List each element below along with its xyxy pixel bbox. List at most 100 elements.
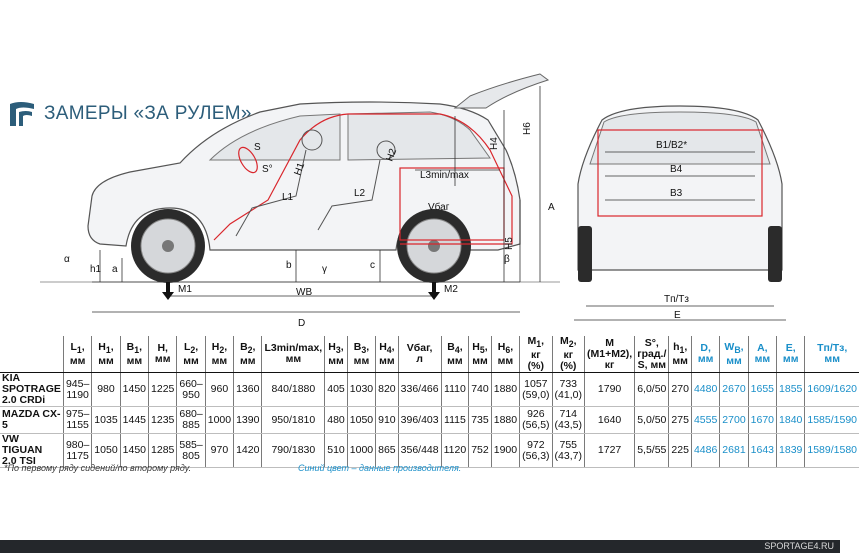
- table-cell: 735: [468, 406, 492, 435]
- label-h5: H5: [504, 237, 515, 250]
- watermark: SPORTAGE4.RU: [764, 541, 834, 551]
- label-d: D: [298, 318, 305, 329]
- table-cell: 1000: [204, 406, 234, 435]
- column-header-unit: мм: [240, 354, 256, 367]
- column-header-symbol: D,: [700, 342, 711, 355]
- column-header-subscript: 5: [479, 344, 485, 355]
- label-s-degrees: S°: [262, 164, 273, 175]
- table-cell: 970: [204, 433, 234, 469]
- column-header: E,мм: [776, 336, 805, 374]
- table-cell: 510: [324, 433, 348, 469]
- column-header-unit: мм: [353, 354, 370, 367]
- column-header: B4,мм: [440, 336, 469, 374]
- table-cell: 5,5/55: [634, 433, 669, 469]
- column-header-unit: мм: [824, 353, 840, 366]
- table-cell: 790/1830: [261, 433, 325, 469]
- table-cell: 1225: [148, 372, 177, 408]
- column-header-unit: град./ S, мм: [637, 347, 667, 371]
- table-cell: 2670: [719, 372, 749, 408]
- label-c-small: c: [370, 260, 375, 271]
- label-l1: L1: [282, 192, 294, 203]
- column-header-symbol: Vбаг,: [406, 342, 433, 355]
- table-cell: 1057 (59,0): [519, 372, 553, 408]
- column-header: H,мм: [148, 336, 177, 374]
- column-header-subscript: 2: [219, 344, 225, 355]
- table-cell: 1880: [490, 372, 520, 408]
- car-model-name-line: 2.0 TSI: [2, 455, 36, 468]
- table-cell: 396/403: [397, 406, 442, 435]
- column-header-subscript: 1: [134, 344, 140, 355]
- table-cell: 1050: [346, 406, 376, 435]
- table-cell: 225: [668, 433, 692, 469]
- table-cell: 1450: [119, 433, 149, 469]
- column-header-unit: мм: [447, 354, 463, 367]
- column-header-subscript: 6: [505, 344, 511, 355]
- table-cell: 980: [91, 372, 121, 408]
- column-header-symbol: B: [447, 340, 455, 353]
- column-header-symbol: S°,: [644, 336, 659, 349]
- column-header: M1,кг (%): [519, 335, 553, 374]
- column-header: H1,мм: [91, 336, 121, 374]
- column-header: B1,мм: [119, 336, 149, 374]
- table-cell: 2700: [719, 406, 749, 435]
- table-cell: 740: [468, 372, 492, 408]
- column-header-subscript: B: [734, 344, 741, 355]
- column-header-subscript: 3: [335, 344, 341, 355]
- table-cell: 1235: [148, 406, 177, 435]
- table-cell: 1839: [776, 433, 805, 469]
- column-header: M(M1+M2), кг: [583, 336, 635, 374]
- column-header-subscript: 3: [361, 344, 367, 355]
- label-vbag: Vбаг: [428, 201, 450, 213]
- column-header-unit: (M1+M2), кг: [586, 347, 633, 371]
- table-cell: 1035: [91, 406, 121, 435]
- table-cell: 1727: [583, 433, 635, 469]
- column-header: H2,мм: [204, 336, 234, 374]
- label-h1-clearance: h1: [90, 264, 102, 275]
- table-cell: 480: [324, 406, 348, 435]
- page-header: ЗАМЕРЫ «ЗА РУЛЕМ»: [8, 100, 252, 128]
- steering-wheel-icon: [238, 146, 258, 174]
- column-header: Vбаг,л: [397, 336, 442, 374]
- table-cell: 733 (41,0): [551, 372, 585, 408]
- table-cell: 4555: [690, 406, 720, 435]
- column-header: L2,мм: [176, 336, 206, 374]
- label-s: S: [254, 142, 261, 153]
- table-cell: 1670: [747, 406, 777, 435]
- table-cell: 1420: [233, 433, 262, 469]
- page-title: ЗАМЕРЫ «ЗА РУЛЕМ»: [44, 103, 252, 124]
- label-m1: M1: [178, 284, 192, 295]
- car-model-name-line: MAZDA CX-5: [2, 408, 61, 432]
- column-header-symbol: H: [472, 340, 480, 353]
- table-cell: 945–1190: [62, 372, 92, 408]
- table-cell: 714 (43,5): [551, 406, 585, 435]
- table-cell: 1585/1590: [804, 406, 859, 435]
- column-header: H6,мм: [490, 336, 520, 374]
- column-header: A,мм: [747, 336, 777, 374]
- label-e: E: [674, 310, 681, 321]
- label-l3: L3min/max: [420, 170, 469, 181]
- column-header-unit: мм: [697, 353, 714, 366]
- label-a-small: a: [112, 264, 118, 275]
- interior-outline: [213, 113, 513, 245]
- column-header-subscript: 1: [105, 344, 111, 355]
- table-cell: 1390: [233, 406, 262, 435]
- table-cell: 1050: [91, 433, 121, 469]
- label-a: A: [548, 202, 555, 213]
- table-cell: 4486: [690, 433, 720, 469]
- car-side-windows: [208, 111, 491, 161]
- table-cell: 1110: [440, 372, 469, 408]
- column-header: WB,мм: [719, 336, 749, 374]
- column-header-unit: мм: [98, 354, 114, 367]
- label-m2: M2: [444, 284, 458, 295]
- column-header-symbol: W: [724, 340, 735, 353]
- table-cell: 1589/1580: [804, 433, 859, 469]
- car-model-name: MAZDA CX-5: [0, 406, 64, 435]
- column-header-symbol: M: [527, 335, 537, 347]
- table-cell: 356/448: [397, 433, 442, 469]
- label-b4: B4: [670, 164, 683, 175]
- column-header-unit: мм: [726, 354, 742, 367]
- table-cell: 4480: [690, 372, 720, 408]
